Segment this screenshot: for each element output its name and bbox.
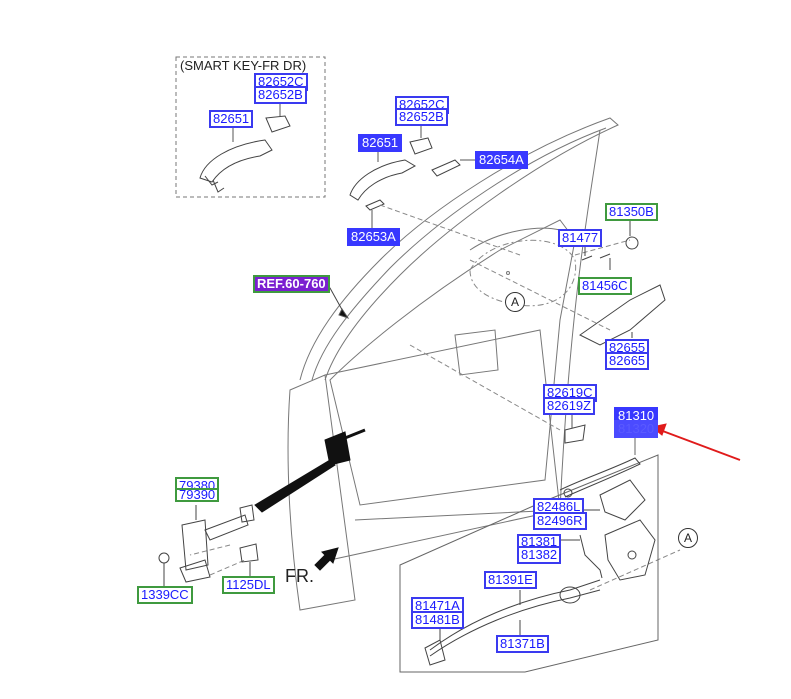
door-checker-drawing — [158, 504, 259, 586]
part-label-82653A[interactable]: 82653A — [347, 228, 400, 246]
part-label-81477[interactable]: 81477 — [558, 229, 603, 247]
door-panel-drawing — [287, 117, 619, 611]
check-strap-in-door — [254, 428, 366, 513]
part-label-82654A[interactable]: 82654A — [475, 151, 528, 169]
part-label-81456C[interactable]: 81456C — [578, 277, 632, 295]
front-direction-label: FR. — [285, 566, 314, 586]
part-label-82651-smart[interactable]: 82651 — [209, 110, 254, 128]
smart-key-inset-box — [175, 56, 326, 198]
part-label-82651[interactable]: 82651 — [358, 134, 403, 152]
smart-key-handle-drawing — [199, 103, 291, 193]
latch-parts-drawing — [424, 457, 656, 666]
part-label-82619Z[interactable]: 82619Z — [543, 397, 596, 415]
outside-handle-drawing — [349, 126, 476, 230]
front-direction-arrow — [314, 547, 339, 571]
part-label-81471A[interactable]: 81471A — [411, 597, 464, 615]
cover-piece-82619 — [564, 424, 586, 444]
handle-bracket-drawing — [579, 220, 666, 346]
detail-a-marker-door[interactable]: A — [505, 292, 525, 312]
part-label-81371B[interactable]: 81371B — [496, 635, 549, 653]
part-label-79390[interactable]: 79390 — [175, 488, 220, 502]
part-label-82652B-smart[interactable]: 82652B — [254, 86, 307, 104]
part-label-81320[interactable]: 81320 — [614, 420, 659, 438]
part-label-1125DL[interactable]: 1125DL — [222, 576, 275, 594]
detail-a-region — [469, 239, 577, 307]
reference-label[interactable]: REF.60-760 — [253, 275, 330, 293]
part-label-82496R[interactable]: 82496R — [533, 512, 587, 530]
part-label-1339CC[interactable]: 1339CC — [137, 586, 193, 604]
detail-a-marker-latch[interactable]: A — [678, 528, 698, 548]
part-label-81382[interactable]: 81382 — [517, 546, 562, 564]
part-label-81350B[interactable]: 81350B — [605, 203, 658, 221]
part-label-82665[interactable]: 82665 — [605, 352, 650, 370]
highlight-pointer-arrow — [650, 423, 741, 461]
part-label-81391E[interactable]: 81391E — [484, 571, 537, 589]
smart-key-inset-title: (SMART KEY-FR DR) — [180, 58, 307, 73]
part-label-82652B[interactable]: 82652B — [395, 108, 448, 126]
part-label-81481B[interactable]: 81481B — [411, 611, 464, 629]
leader-dashes — [189, 204, 681, 591]
